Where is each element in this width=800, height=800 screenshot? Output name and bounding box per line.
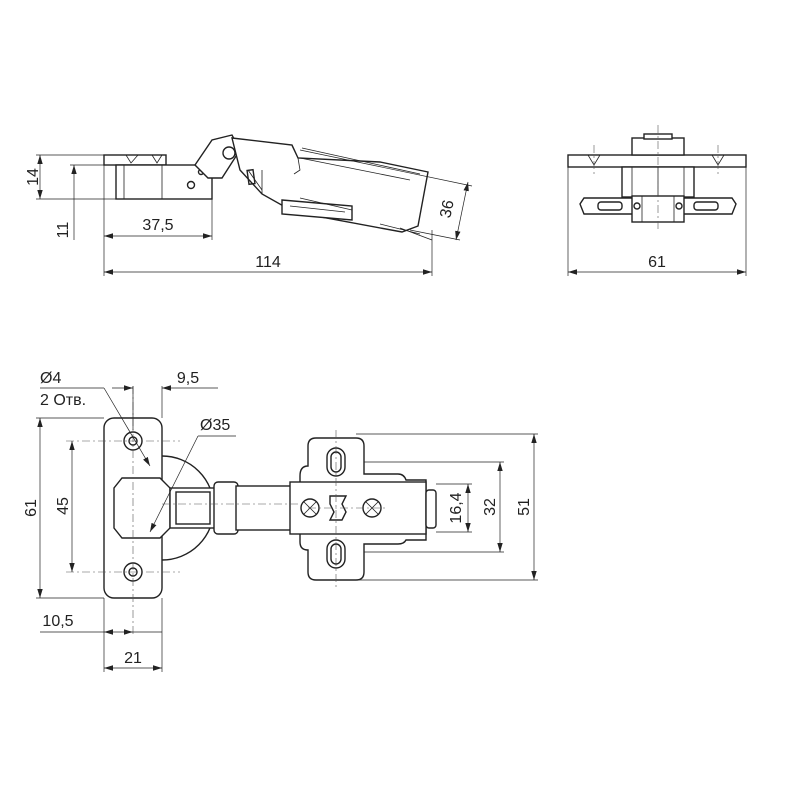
dim-arm-height: 36 bbox=[437, 198, 457, 219]
dim-height-plate: 11 bbox=[55, 222, 72, 239]
end-mounting-plate bbox=[567, 154, 747, 168]
side-screw-countersinks bbox=[125, 154, 163, 164]
dim-plate-width: 21 bbox=[124, 650, 142, 667]
dim-hole-edge: 9,5 bbox=[177, 370, 199, 387]
plan-knuckle bbox=[213, 481, 239, 535]
plan-cam-adjuster bbox=[328, 495, 348, 521]
dim-slot-spacing: 16,4 bbox=[448, 492, 465, 523]
plan-view: Ø4 2 Отв. 9,5 Ø35 61 45 10,5 21 bbox=[23, 370, 538, 672]
dim-mount-spacing: 32 bbox=[482, 498, 499, 516]
dim-length-total: 114 bbox=[255, 254, 281, 271]
dim-width: 61 bbox=[648, 254, 666, 271]
side-knuckle-pin bbox=[222, 146, 236, 160]
side-view: 14 11 37,5 114 36 bbox=[25, 134, 473, 276]
plan-arm-end bbox=[425, 489, 437, 529]
end-view: 61 bbox=[567, 125, 747, 276]
side-base-block bbox=[115, 164, 213, 200]
dim-plate-offset: 37,5 bbox=[142, 217, 173, 234]
dim-hole-spacing: 45 bbox=[55, 497, 72, 515]
label-hole-diameter: Ø4 bbox=[40, 370, 61, 387]
label-hole-count: 2 Отв. bbox=[40, 392, 86, 409]
plan-arm-body bbox=[235, 485, 295, 531]
label-cup-diameter: Ø35 bbox=[200, 417, 230, 434]
dim-plate-height: 61 bbox=[23, 499, 40, 517]
side-arm-slot bbox=[246, 168, 256, 186]
dim-hole-offset: 10,5 bbox=[42, 613, 73, 630]
plan-cup-housing bbox=[113, 477, 171, 539]
side-base-plate bbox=[281, 199, 353, 221]
side-mounting-plate bbox=[103, 154, 167, 166]
side-pivot-pin bbox=[186, 180, 196, 190]
plan-slot-bottom bbox=[326, 539, 346, 569]
dim-height-total: 14 bbox=[25, 168, 42, 186]
dim-mount-height: 51 bbox=[516, 498, 533, 516]
